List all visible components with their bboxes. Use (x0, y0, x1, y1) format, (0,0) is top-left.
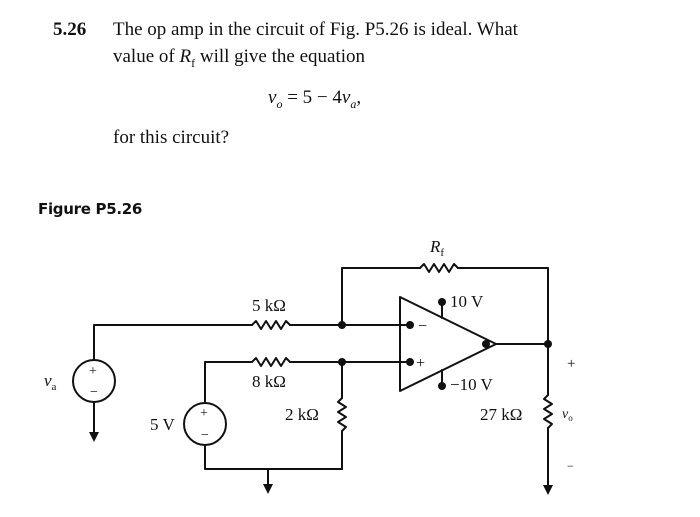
wire-feedback-left (341, 267, 421, 326)
va-plus-sign: + (89, 364, 97, 379)
label-5k: 5 kΩ (252, 296, 286, 315)
node-noninverting (338, 358, 346, 366)
5v-minus-sign: − (201, 428, 209, 443)
resistor-8k (251, 357, 291, 367)
label-2k: 2 kΩ (285, 405, 319, 424)
line2-suffix: will give the equation (195, 46, 365, 67)
rf-variable: R (179, 46, 192, 67)
problem-number: 5.26 (53, 19, 87, 40)
output-minus-sign: − (567, 459, 574, 473)
resistor-5k (251, 320, 291, 330)
resistor-2k (337, 397, 347, 432)
problem-line-2: value of Rf will give the equation (113, 43, 365, 77)
opamp-body (399, 296, 497, 392)
eq-va: v (341, 87, 351, 108)
input-dot-noninverting (406, 358, 414, 366)
wire-5v-top (204, 361, 253, 403)
label-5v-source: 5 V (150, 415, 175, 434)
output-plus-sign: + (567, 356, 575, 372)
label-8k: 8 kΩ (252, 372, 286, 391)
eq-vo-sub: o (276, 96, 283, 111)
wire-feedback-right (457, 267, 549, 344)
ground-arrow-va (89, 432, 99, 442)
label-rf: Rf (429, 237, 444, 259)
ground-arrow-mid (263, 484, 273, 494)
label-vo: vo (562, 407, 573, 423)
opamp-minus-sign: − (418, 318, 427, 335)
label-vneg: −10 V (450, 375, 494, 394)
va-minus-sign: − (90, 385, 98, 400)
resistor-27k (543, 394, 553, 429)
line2-prefix: value of (113, 46, 180, 67)
opamp-plus-sign: + (416, 355, 425, 372)
ground-arrow-load (543, 485, 553, 495)
eq-mid: = 5 − 4 (282, 87, 342, 108)
node-vneg (438, 382, 446, 390)
resistor-rf (419, 263, 459, 273)
figure-caption: Figure P5.26 (38, 200, 143, 218)
node-vpos (438, 298, 446, 306)
label-va: va (44, 371, 57, 393)
5v-plus-sign: + (200, 406, 208, 421)
label-27k: 27 kΩ (480, 405, 522, 424)
node-inverting (338, 321, 346, 329)
rf-subscript: f (191, 55, 196, 70)
eq-vo: v (268, 87, 277, 108)
eq-comma: , (356, 87, 362, 108)
wire-va-top (93, 324, 253, 361)
output-dot (482, 340, 490, 348)
node-output (544, 340, 552, 348)
wire-5v-bottom (204, 444, 343, 470)
equation: vo = 5 − 4va, (268, 84, 361, 118)
label-vpos: 10 V (450, 292, 484, 311)
problem-line-3: for this circuit? (113, 127, 230, 148)
input-dot-inverting (406, 321, 414, 329)
problem-line-1: The op amp in the circuit of Fig. P5.26 … (113, 19, 518, 40)
eq-va-sub: a (350, 96, 357, 111)
